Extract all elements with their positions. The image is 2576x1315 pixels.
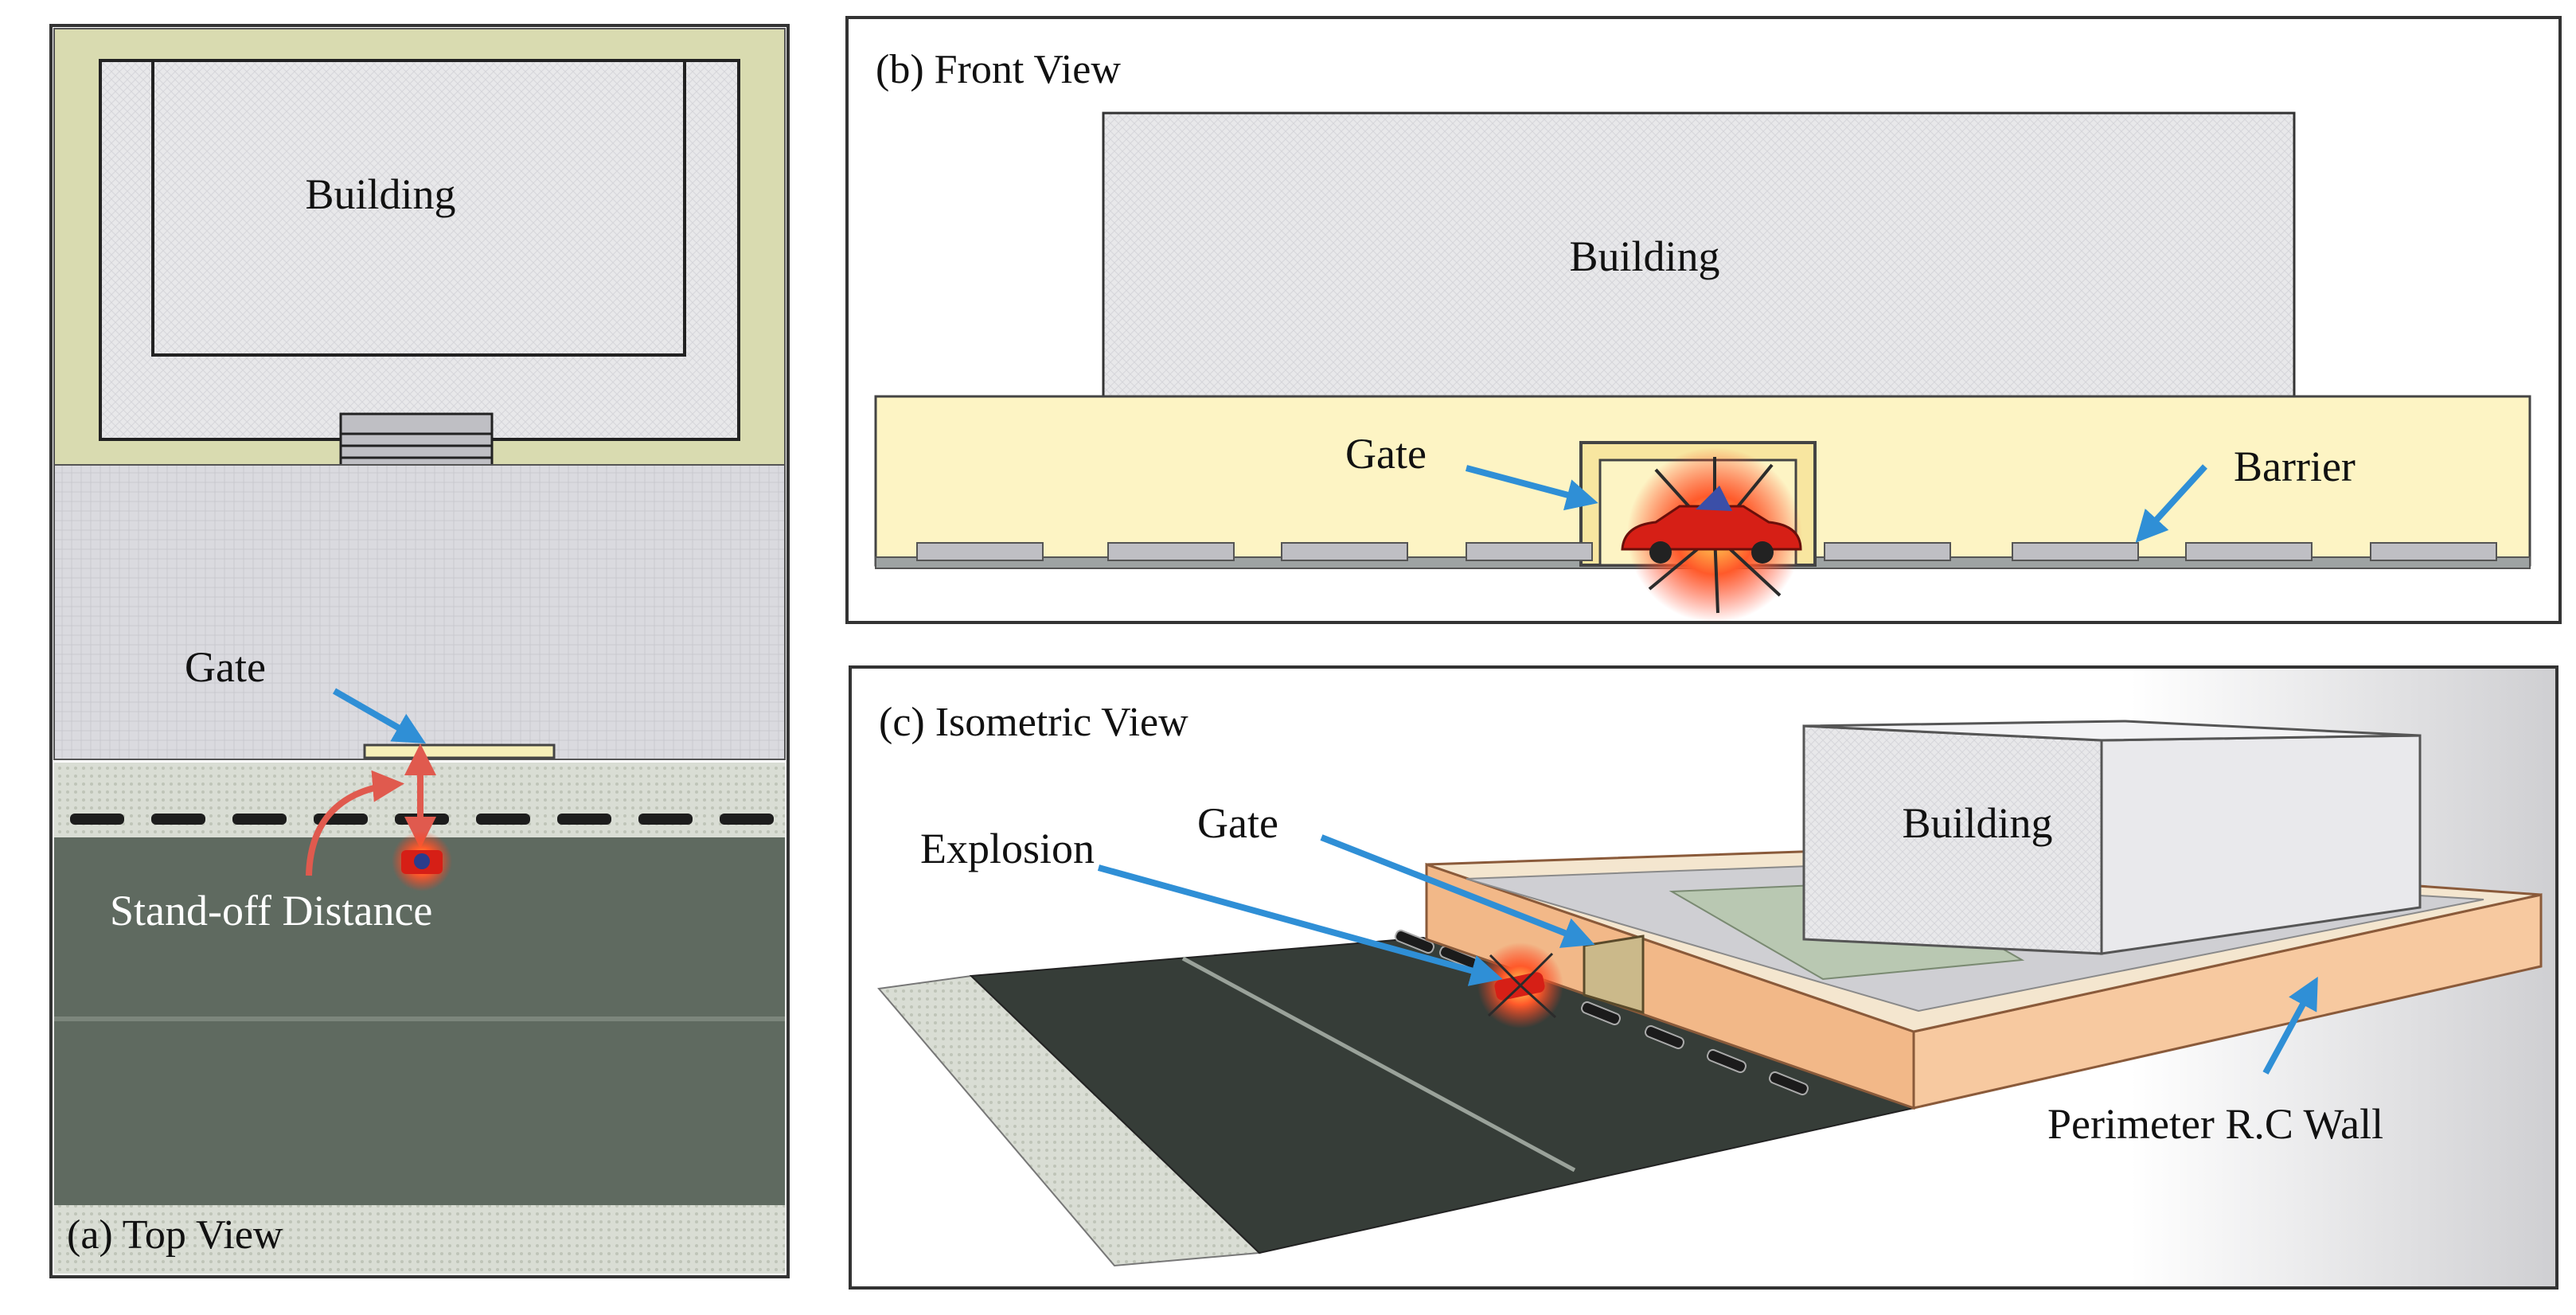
front-building-label: Building — [1569, 232, 1719, 280]
standoff-curve-arrow — [306, 770, 404, 876]
iso-view-panel: (c) Isometric View Building Gate Explosi… — [849, 665, 2558, 1290]
iso-explosion-icon — [1477, 942, 1563, 1028]
explosion-icon — [392, 831, 452, 892]
top-building-label: Building — [305, 170, 455, 218]
iso-building-roof — [1803, 720, 2421, 742]
iso-wall-arrow — [2262, 976, 2318, 1075]
barrier-arrow — [2135, 464, 2207, 543]
top-view-panel: Building Gate Stand-off Distance (a) Top… — [49, 24, 790, 1278]
iso-gate — [1583, 935, 1645, 1015]
front-gate-arrow — [1465, 465, 1598, 511]
front-view-title: (b) Front View — [876, 47, 1121, 92]
top-view-title: (a) Top View — [67, 1212, 283, 1258]
iso-gate-label: Gate — [1197, 799, 1278, 847]
iso-building-label: Building — [1902, 799, 2052, 847]
front-view-panel: (b) Front View Building Gate Barrier — [845, 16, 2562, 624]
car-icon — [1621, 486, 1802, 564]
front-gate-label: Gate — [1345, 430, 1427, 478]
top-gate-label: Gate — [185, 643, 266, 691]
iso-view-title: (c) Isometric View — [879, 700, 1188, 745]
top-gate — [363, 743, 556, 759]
bottom-sidewalk — [54, 1205, 785, 1274]
courtyard — [53, 464, 786, 760]
top-building-inner — [151, 59, 686, 357]
standoff-label: Stand-off Distance — [110, 887, 432, 935]
iso-gate-arrow — [1320, 834, 1595, 948]
front-building — [1102, 111, 2296, 401]
barrier-row — [70, 814, 774, 825]
explosion-label: Explosion — [920, 825, 1095, 872]
front-barrier-row — [916, 542, 2497, 561]
front-explosion-icon — [1621, 447, 1802, 622]
perimeter-wall-label: Perimeter R.C Wall — [2047, 1100, 2383, 1148]
top-gate-arrow — [333, 688, 426, 743]
barrier-label: Barrier — [2234, 443, 2355, 490]
iso-explosion-arrow — [1097, 864, 1503, 986]
iso-road-line — [1181, 956, 1576, 1173]
